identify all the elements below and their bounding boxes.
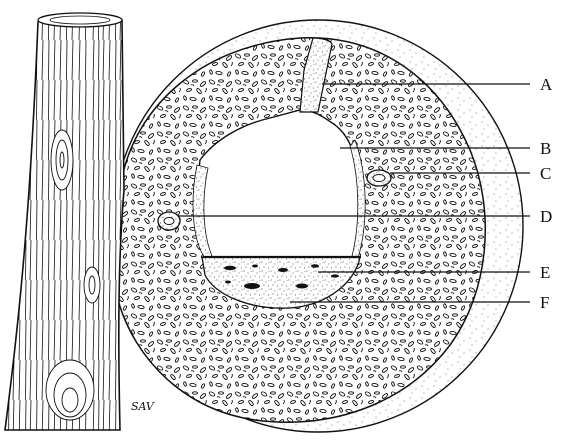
label-b: B: [540, 139, 551, 158]
pore-c: [367, 170, 391, 186]
labels: A B C D E F: [540, 75, 553, 312]
pore-d: [158, 212, 180, 230]
label-f: F: [540, 293, 549, 312]
label-d: D: [540, 207, 552, 226]
label-a: A: [540, 75, 553, 94]
label-c: C: [540, 164, 551, 183]
artist-signature: SAV: [131, 400, 155, 413]
label-e: E: [540, 263, 550, 282]
wooden-stick: [5, 13, 124, 430]
